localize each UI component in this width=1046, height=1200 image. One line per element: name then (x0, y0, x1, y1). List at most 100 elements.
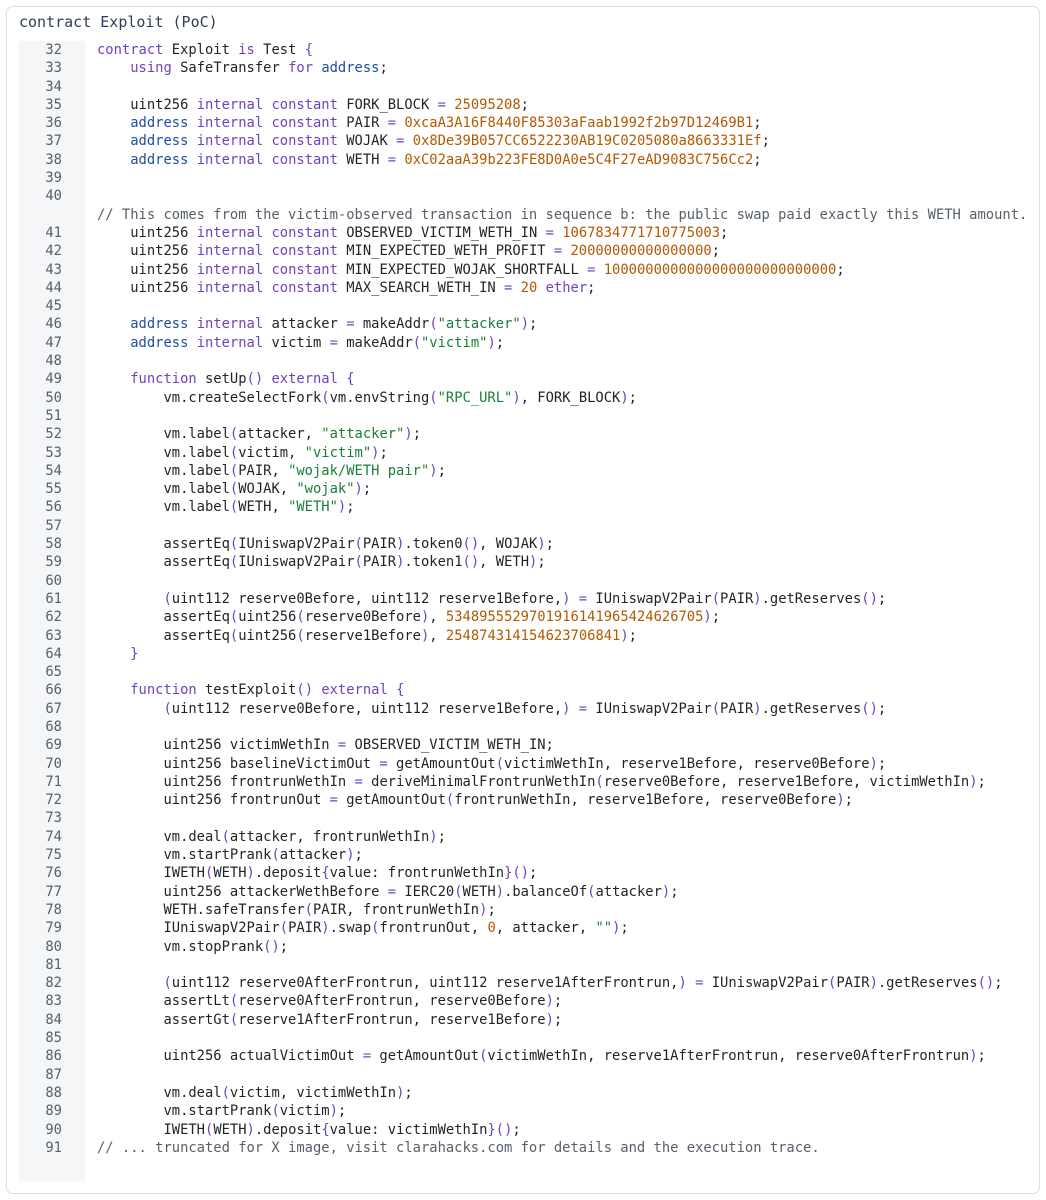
code-line: 88 vm.deal(victim, victimWethIn); (19, 1084, 1035, 1102)
code-text: IWETH(WETH).deposit{value: victimWethIn}… (97, 1121, 521, 1138)
code-line: 65 (19, 663, 1035, 681)
code-line: 72 uint256 frontrunOut = getAmountOut(fr… (19, 791, 1035, 809)
code-line: 38 address internal constant WETH = 0xC0… (19, 151, 1035, 169)
line-number: 66 (45, 682, 62, 699)
line-number: 74 (45, 828, 62, 845)
code-line: 48 (19, 352, 1035, 370)
code-line: 76 IWETH(WETH).deposit{value: frontrunWe… (19, 864, 1035, 882)
code-text: (uint112 reserve0Before, uint112 reserve… (163, 590, 887, 607)
line-number: 39 (45, 170, 62, 187)
line-number: 87 (45, 1066, 62, 1083)
line-number: 90 (45, 1121, 62, 1138)
line-number: 91 (45, 1139, 62, 1156)
code-text: assertLt(reserve0AfterFrontrun, reserve0… (97, 993, 563, 1010)
code-line: 84 assertGt(reserve1AfterFrontrun, reser… (19, 1011, 1035, 1029)
code-line: 90 IWETH(WETH).deposit{value: victimWeth… (19, 1121, 1035, 1139)
code-line: 37 address internal constant WOJAK = 0x8… (19, 132, 1035, 150)
code-line: 58 assertEq(IUniswapV2Pair(PAIR).token0(… (19, 535, 1035, 553)
line-number: 77 (45, 883, 62, 900)
code-line: 53 vm.label(victim, "victim"); (19, 444, 1035, 462)
code-text: vm.createSelectFork(vm.envString("RPC_UR… (97, 389, 637, 406)
line-number: 52 (45, 426, 62, 443)
code-line: 36 address internal constant PAIR = 0xca… (19, 114, 1035, 132)
line-number: 34 (45, 78, 62, 95)
code-text: address internal constant WOJAK = 0x8De3… (130, 133, 770, 150)
line-number: 80 (45, 938, 62, 955)
code-line: 74 vm.deal(attacker, frontrunWethIn); (19, 828, 1035, 846)
line-number: 76 (45, 865, 62, 882)
code-text: vm.label(PAIR, "wojak/WETH pair"); (97, 462, 446, 479)
code-line: 60 (19, 572, 1035, 590)
line-number: 67 (45, 700, 62, 717)
line-number: 75 (45, 847, 62, 864)
code-line: 52 vm.label(attacker, "attacker"); (19, 425, 1035, 443)
code-line: 49 function setUp() external { (19, 370, 1035, 388)
code-line: 81 (19, 956, 1035, 974)
code-text: vm.deal(victim, victimWethIn); (97, 1084, 413, 1101)
line-number: 68 (45, 718, 62, 735)
code-text: uint256 internal constant FORK_BLOCK = 2… (97, 96, 529, 113)
line-number: 42 (45, 243, 62, 260)
line-number: 49 (45, 371, 62, 388)
code-text: assertEq(IUniswapV2Pair(PAIR).token1(), … (97, 554, 546, 571)
code-text: uint256 internal constant MIN_EXPECTED_W… (97, 243, 721, 260)
line-number: 69 (45, 737, 62, 754)
code-text: (uint112 reserve0Before, uint112 reserve… (163, 700, 887, 717)
code-line: 62 assertEq(uint256(reserve0Before), 534… (19, 608, 1035, 626)
code-line: 45 (19, 297, 1035, 315)
code-line: 63 assertEq(uint256(reserve1Before), 254… (19, 627, 1035, 645)
line-number: 82 (45, 975, 62, 992)
line-number: 54 (45, 462, 62, 479)
code-line: 87 (19, 1066, 1035, 1084)
line-number: 43 (45, 261, 62, 278)
line-number: 83 (45, 993, 62, 1010)
line-number: 85 (45, 1030, 62, 1047)
code-text: vm.label(WOJAK, "wojak"); (97, 481, 372, 498)
line-number: 47 (45, 334, 62, 351)
line-number: 64 (45, 645, 62, 662)
code-text: vm.startPrank(victim); (97, 1103, 347, 1120)
code-text: address internal constant WETH = 0xC02aa… (130, 151, 762, 168)
code-text: uint256 attackerWethBefore = IERC20(WETH… (97, 883, 679, 900)
code-line: 59 assertEq(IUniswapV2Pair(PAIR).token1(… (19, 553, 1035, 571)
code-line: 40 (19, 187, 1035, 205)
code-text: address internal attacker = makeAddr("at… (130, 316, 538, 333)
line-number: 81 (45, 956, 62, 973)
line-number: 44 (45, 279, 62, 296)
line-number: 41 (45, 224, 62, 241)
code-text: (uint112 reserve0AfterFrontrun, uint112 … (163, 975, 1003, 992)
code-line: 57 (19, 517, 1035, 535)
line-number: 62 (45, 609, 62, 626)
code-line: 67 (uint112 reserve0Before, uint112 rese… (19, 700, 1035, 718)
code-text: using SafeTransfer for address; (130, 60, 388, 77)
code-line: 34 (19, 78, 1035, 96)
code-text: vm.label(attacker, "attacker"); (97, 426, 421, 443)
line-number: 73 (45, 810, 62, 827)
code-line: 91// ... truncated for X image, visit cl… (19, 1139, 1035, 1157)
code-text: contract Exploit is Test { (97, 42, 313, 58)
code-text: assertEq(IUniswapV2Pair(PAIR).token0(), … (97, 536, 554, 553)
code-line: 61 (uint112 reserve0Before, uint112 rese… (19, 590, 1035, 608)
code-line: 46 address internal attacker = makeAddr(… (19, 315, 1035, 333)
line-number: 36 (45, 115, 62, 132)
code-text: uint256 baselineVictimOut = getAmountOut… (97, 755, 887, 772)
code-line: // This comes from the victim-observed t… (19, 206, 1035, 224)
line-number: 89 (45, 1103, 62, 1120)
line-number: 55 (45, 481, 62, 498)
code-line: 85 (19, 1029, 1035, 1047)
code-line: 35 uint256 internal constant FORK_BLOCK … (19, 96, 1035, 114)
code-text: vm.label(victim, "victim"); (97, 444, 388, 461)
line-number: 51 (45, 407, 62, 424)
code-line: 44 uint256 internal constant MAX_SEARCH_… (19, 279, 1035, 297)
line-number: 38 (45, 151, 62, 168)
line-number: 70 (45, 755, 62, 772)
line-number: 59 (45, 554, 62, 571)
code-line: 80 vm.stopPrank(); (19, 938, 1035, 956)
code-text: function setUp() external { (130, 371, 355, 388)
code-line: 41 uint256 internal constant OBSERVED_VI… (19, 224, 1035, 242)
line-number: 35 (45, 96, 62, 113)
code-text: uint256 internal constant MIN_EXPECTED_W… (97, 261, 845, 278)
panel-title: contract Exploit (PoC) (19, 13, 218, 31)
